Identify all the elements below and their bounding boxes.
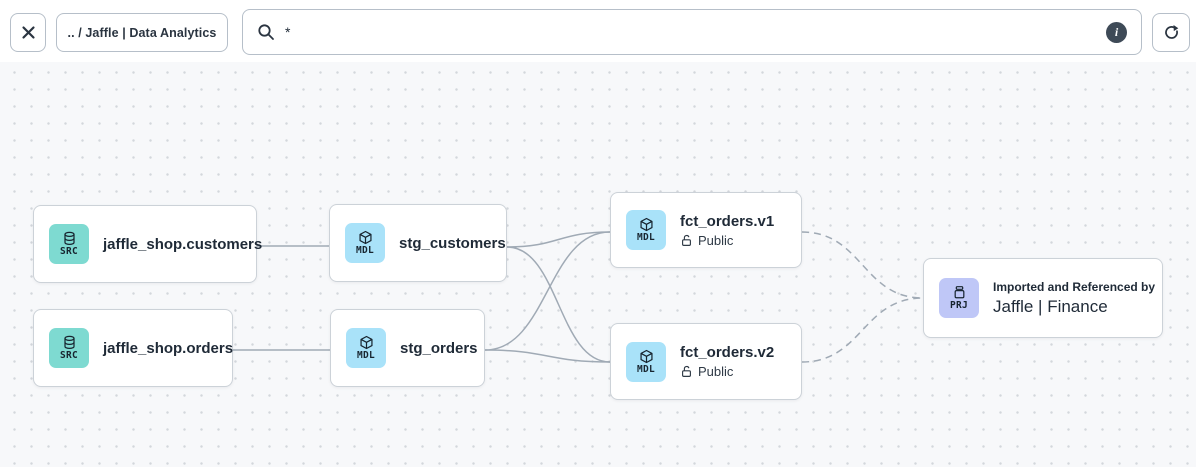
breadcrumb[interactable]: .. / Jaffle | Data Analytics	[56, 13, 228, 52]
access-label: Public	[698, 364, 734, 379]
lineage-canvas[interactable]	[0, 62, 1196, 467]
breadcrumb-label: .. / Jaffle | Data Analytics	[67, 25, 217, 40]
badge-label: PRJ	[949, 300, 969, 312]
info-icon[interactable]: i	[1106, 21, 1127, 43]
refresh-button[interactable]	[1152, 13, 1190, 52]
access-label: Public	[698, 232, 734, 248]
source-badge: SRC	[49, 328, 89, 368]
project-badge: PRJ	[939, 278, 979, 318]
close-button[interactable]	[10, 13, 46, 52]
node-project-jaffle-finance[interactable]: PRJ Imported and Referenced by Jaffle | …	[923, 258, 1163, 338]
node-fct-orders-v1[interactable]: MDL fct_orders.v1 Public	[610, 192, 802, 268]
model-badge: MDL	[626, 341, 666, 382]
badge-label: MDL	[356, 350, 376, 362]
search-bar[interactable]: i	[242, 9, 1142, 55]
badge-label: MDL	[636, 232, 656, 244]
search-icon	[258, 24, 274, 40]
database-icon	[63, 336, 75, 350]
model-badge: MDL	[345, 223, 385, 263]
project-title: Jaffle | Finance	[993, 296, 1108, 316]
access-row: Public	[680, 364, 774, 379]
node-title: stg_customers	[399, 234, 506, 252]
node-title: jaffle_shop.customers	[103, 235, 263, 253]
refresh-icon	[1164, 25, 1178, 39]
node-stg-orders[interactable]: MDL stg_orders	[330, 309, 485, 387]
close-icon	[21, 26, 35, 39]
node-jaffle-shop-orders[interactable]: SRC jaffle_shop.orders	[33, 309, 233, 387]
lock-open-icon	[682, 234, 691, 246]
cube-icon	[359, 336, 373, 350]
cube-icon	[358, 231, 372, 245]
badge-label: MDL	[636, 363, 656, 375]
node-title: fct_orders.v1	[680, 212, 775, 230]
model-badge: MDL	[346, 328, 386, 368]
search-input[interactable]	[285, 24, 1096, 40]
toolbar: .. / Jaffle | Data Analytics i	[0, 0, 1196, 62]
access-row: Public	[680, 233, 774, 248]
source-badge: SRC	[49, 224, 89, 264]
lock-open-icon	[682, 365, 691, 377]
node-jaffle-shop-customers[interactable]: SRC jaffle_shop.customers	[33, 205, 262, 283]
badge-label: MDL	[355, 245, 375, 257]
node-stg-customers[interactable]: MDL stg_customers	[329, 204, 507, 282]
database-icon	[63, 232, 75, 246]
project-subtitle: Imported and Referenced by	[993, 279, 1156, 294]
badge-label: SRC	[59, 350, 79, 362]
badge-label: SRC	[59, 246, 79, 258]
node-fct-orders-v2[interactable]: MDL fct_orders.v2 Public	[610, 323, 802, 400]
node-title: fct_orders.v2	[680, 344, 775, 361]
package-icon	[954, 286, 964, 299]
cube-icon	[639, 218, 653, 232]
model-badge: MDL	[626, 210, 666, 250]
cube-icon	[639, 349, 653, 363]
node-title: stg_orders	[400, 339, 478, 357]
node-title: jaffle_shop.orders	[103, 339, 234, 357]
